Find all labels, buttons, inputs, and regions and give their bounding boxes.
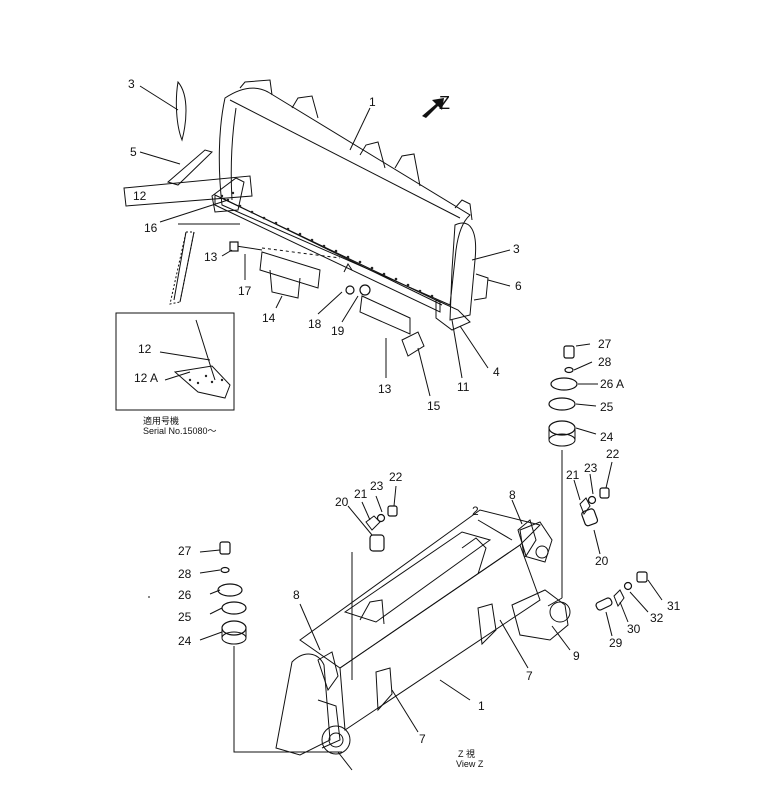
blade-assembly [123, 79, 511, 397]
callout-13: 13 [204, 250, 218, 264]
callout-8-right: 8 [509, 488, 516, 502]
callout-21-right: 21 [566, 468, 580, 482]
callout-24-right: 24 [600, 430, 614, 444]
inset-detail [115, 312, 235, 411]
callout-2: 2 [472, 504, 479, 518]
callout-13-right: 13 [378, 382, 392, 396]
callout-26a: 26 A [600, 377, 625, 391]
callout-29: 29 [609, 636, 623, 650]
callout-28-left: 28 [178, 567, 192, 581]
callout-26-left: 26 [178, 588, 192, 602]
callout-22-center: 22 [389, 470, 403, 484]
callout-17: 17 [238, 284, 252, 298]
callout-23-right: 23 [584, 461, 598, 475]
callout-19: 19 [331, 324, 345, 338]
callout-20-center: 20 [335, 495, 349, 509]
callout-9: 9 [573, 649, 580, 663]
serial-jp: 適用号機 [143, 416, 180, 426]
callout-7-right: 7 [526, 669, 533, 683]
callout-8-left: 8 [293, 588, 300, 602]
view-z-jp: Z 視 [458, 749, 475, 759]
callout-31: 31 [667, 599, 681, 613]
callout-22-right: 22 [606, 447, 620, 461]
callout-1: 1 [369, 95, 376, 109]
callout-18: 18 [308, 317, 322, 331]
callout-32: 32 [650, 611, 664, 625]
callout-5: 5 [130, 145, 137, 159]
inset-callout-12a: 12 A [134, 371, 159, 385]
callout-27-right: 27 [598, 337, 612, 351]
callout-16: 16 [144, 221, 158, 235]
callout-11: 11 [457, 380, 470, 394]
callout-23-center: 23 [370, 479, 384, 493]
callout-20-right: 20 [595, 554, 609, 568]
callout-14: 14 [262, 311, 276, 325]
callout-25-right: 25 [600, 400, 614, 414]
callout-12: 12 [133, 189, 147, 203]
view-z-arrow-label: Z [439, 93, 450, 113]
callout-24-left: 24 [178, 634, 192, 648]
callout-1-bottom: 1 [478, 699, 485, 713]
callout-3: 3 [128, 77, 135, 91]
callout-3-right: 3 [513, 242, 520, 256]
callout-25-left: 25 [178, 610, 192, 624]
callout-15: 15 [427, 399, 441, 413]
callout-30: 30 [627, 622, 641, 636]
callout-28-right: 28 [598, 355, 612, 369]
callout-7-left: 7 [419, 732, 426, 746]
inset-callout-12: 12 [138, 342, 152, 356]
callout-27-left: 27 [178, 544, 192, 558]
callout-4: 4 [493, 365, 500, 379]
frame-assembly [199, 343, 663, 771]
view-z-en: View Z [456, 759, 484, 769]
callout-21-center: 21 [354, 487, 368, 501]
serial-en: Serial No.15080～ [143, 426, 217, 436]
callout-6: 6 [515, 279, 522, 293]
